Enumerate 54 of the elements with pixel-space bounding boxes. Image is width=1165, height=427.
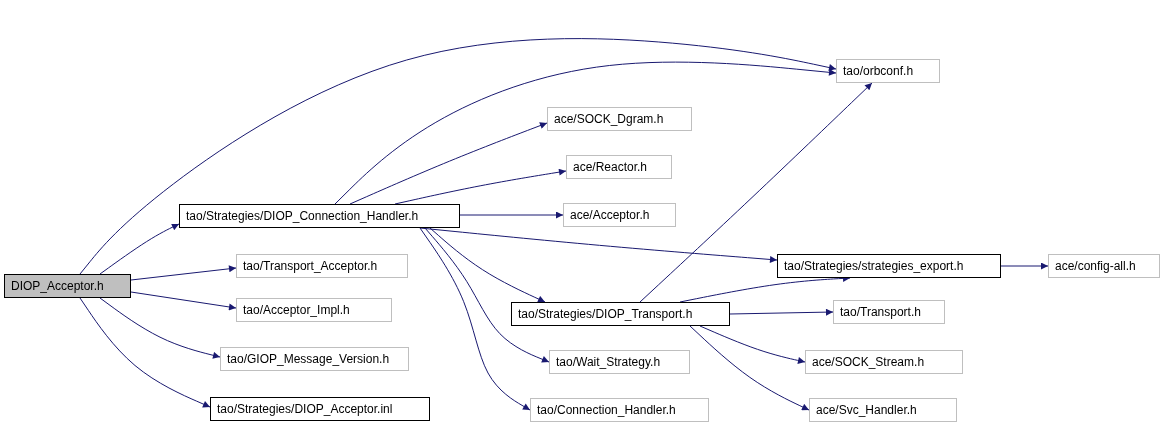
file-box — [1048, 254, 1160, 278]
file-box — [836, 59, 940, 83]
file-name: tao/GIOP_Message_Version.h — [227, 352, 390, 366]
file-box — [236, 298, 392, 322]
file-name: ace/Reactor.h — [573, 160, 648, 174]
file-box — [833, 300, 945, 324]
arrow — [334, 61, 837, 205]
file-box — [511, 302, 730, 326]
file-name: tao/Acceptor_Impl.h — [243, 303, 350, 317]
arrow — [424, 227, 550, 363]
file-box — [566, 155, 672, 179]
file-name: tao/orbconf.h — [843, 64, 914, 78]
file-box — [549, 350, 690, 374]
file-name: tao/Strategies/strategies_export.h — [784, 259, 964, 273]
arrow — [699, 325, 806, 364]
file-name: tao/Transport_Acceptor.h — [243, 259, 378, 273]
arrow — [130, 291, 237, 311]
file-name: ace/Svc_Handler.h — [816, 403, 917, 417]
file-name: tao/Strategies/DIOP_Acceptor.inl — [217, 402, 393, 416]
arrow — [79, 38, 837, 275]
arrow — [419, 227, 531, 411]
arrow — [99, 223, 180, 275]
file-name: tao/Strategies/DIOP_Connection_Handler.h — [186, 209, 419, 223]
file-name: ace/SOCK_Stream.h — [812, 355, 925, 369]
file-name: DIOP_Acceptor.h — [11, 279, 104, 293]
file-name: ace/SOCK_Dgram.h — [554, 112, 664, 126]
file-name: tao/Strategies/DIOP_Transport.h — [518, 307, 693, 321]
file-box — [236, 254, 408, 278]
file-box — [805, 350, 963, 374]
arrow — [689, 325, 810, 411]
file-name: tao/Transport.h — [840, 305, 921, 319]
file-box — [4, 274, 131, 298]
file-box — [179, 204, 460, 228]
file-name: ace/config-all.h — [1055, 259, 1136, 273]
arrow — [1000, 262, 1049, 270]
file-box — [220, 347, 409, 371]
file-box — [547, 107, 692, 131]
file-name: ace/Acceptor.h — [570, 208, 650, 222]
arrow — [394, 168, 567, 205]
arrow — [729, 308, 834, 316]
arrow — [349, 122, 548, 205]
file-box — [530, 398, 709, 422]
arrow — [99, 297, 221, 359]
arrow — [459, 211, 564, 219]
file-box — [563, 203, 676, 227]
file-name: tao/Wait_Strategy.h — [556, 355, 661, 369]
file-box — [210, 397, 430, 421]
arrow — [429, 227, 546, 303]
file-box — [777, 254, 1001, 278]
file-box — [809, 398, 957, 422]
arrow — [639, 82, 873, 303]
arrow — [79, 297, 211, 408]
arrow — [130, 265, 237, 281]
file-name: tao/Connection_Handler.h — [537, 403, 676, 417]
